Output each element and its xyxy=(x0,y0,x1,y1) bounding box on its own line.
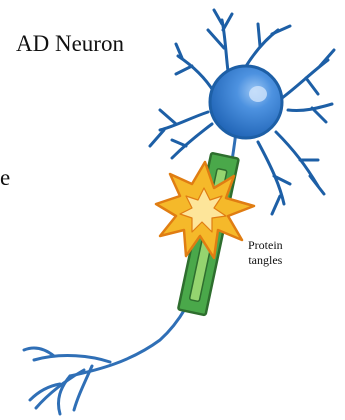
soma-highlight xyxy=(249,86,267,102)
protein-tangles-label: Protein tangles xyxy=(248,238,283,268)
soma xyxy=(210,66,282,138)
diagram-title: AD Neuron xyxy=(16,30,124,58)
protein-tangles-label-line2: tangles xyxy=(248,253,283,268)
protein-tangles-label-line1: Protein xyxy=(248,238,283,253)
cropped-edge-text: e xyxy=(0,164,10,192)
